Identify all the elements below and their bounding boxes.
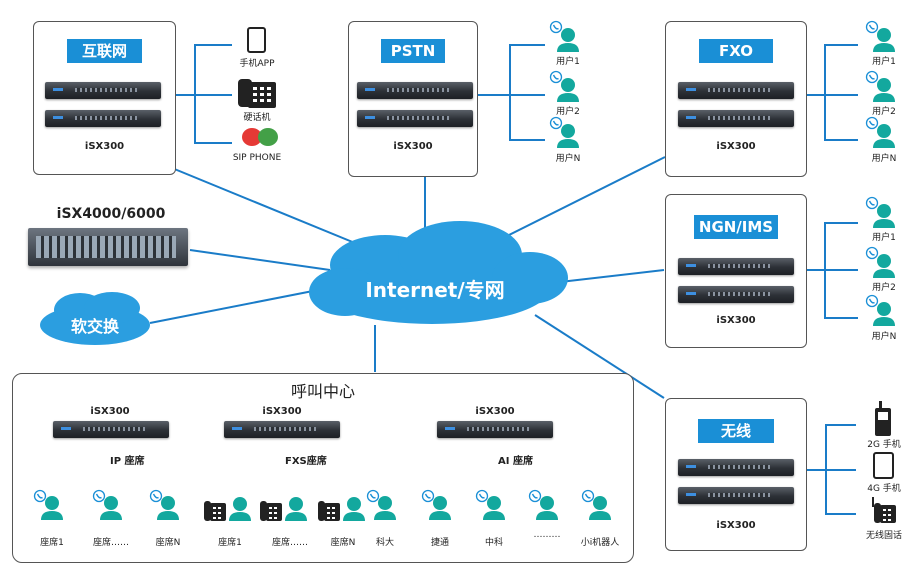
gateway-device-icon	[678, 82, 794, 99]
user-label: 用户N	[871, 154, 897, 164]
group-device-label: iSX300	[475, 406, 515, 417]
wireless-box: 无线 iSX300	[665, 398, 807, 551]
terminal-label: SIP PHONE	[232, 153, 282, 163]
group-label: IP 座席	[110, 456, 145, 467]
user-icon	[421, 489, 451, 520]
user-icon	[92, 489, 122, 520]
user-label: 用户1	[872, 233, 896, 243]
device-label: iSX300	[716, 520, 756, 531]
user-icon	[366, 489, 396, 520]
device-label: iSX300	[84, 141, 125, 152]
pstn-box: PSTN iSX300	[348, 21, 478, 177]
gateway-device-icon	[224, 421, 340, 438]
gateway-device-icon	[437, 421, 553, 438]
gateway-device-icon	[357, 82, 473, 99]
seat-label: ………	[533, 530, 561, 540]
seat-label: 座席1	[218, 538, 242, 548]
user-icon	[549, 116, 579, 148]
group-device-label: iSX300	[90, 406, 130, 417]
seat-label: 座席……	[271, 538, 308, 548]
group-label: FXS座席	[285, 456, 327, 467]
user-label: 用户2	[556, 107, 580, 117]
seat-label: 科大	[375, 538, 394, 548]
ngn-box-title: NGN/IMS	[694, 215, 778, 239]
gateway-device-icon	[45, 82, 161, 99]
device-label: iSX300	[716, 315, 756, 326]
user-label: 用户1	[556, 57, 580, 67]
fxo-box: FXO iSX300	[665, 21, 807, 177]
pstn-box-title: PSTN	[381, 39, 445, 63]
internet-box-title: 互联网	[67, 39, 142, 63]
user-icon	[475, 489, 505, 520]
gateway-device-icon	[678, 258, 794, 275]
user-icon	[549, 70, 579, 102]
gateway-device-icon	[678, 459, 794, 476]
gateway-device-icon	[53, 421, 169, 438]
callcenter-box: 呼叫中心	[12, 373, 634, 563]
feature-phone-icon	[875, 401, 891, 436]
user-label: 用户1	[872, 57, 896, 67]
terminal-label: 无线固话	[865, 531, 902, 541]
desk-phone-user-icon	[204, 497, 251, 521]
seat-label: 座席N	[155, 538, 181, 548]
user-icon	[865, 246, 895, 278]
device-label: iSX300	[716, 141, 756, 152]
user-label: 用户N	[555, 154, 581, 164]
seat-label: 捷通	[430, 538, 449, 548]
user-icon	[865, 20, 895, 52]
seat-label: 座席……	[92, 538, 129, 548]
seat-label: 座席N	[330, 538, 356, 548]
callcenter-title: 呼叫中心	[290, 382, 355, 401]
user-icon	[528, 489, 558, 520]
user-icon	[865, 294, 895, 326]
user-label: 用户N	[871, 332, 897, 342]
smartphone-icon	[873, 452, 894, 479]
desk-phone-user-icon	[318, 497, 365, 521]
gateway-device-icon	[45, 110, 161, 127]
user-icon	[865, 70, 895, 102]
wireless-desk-phone-icon	[872, 497, 896, 523]
terminal-label: 2G 手机	[867, 440, 901, 450]
gateway-device-icon	[678, 487, 794, 504]
wireless-box-title: 无线	[698, 419, 774, 443]
gateway-device-icon	[678, 110, 794, 127]
fxo-box-title: FXO	[699, 39, 773, 63]
desk-phone-user-icon	[260, 497, 307, 521]
big-device-label: iSX4000/6000	[56, 206, 166, 222]
user-icon	[33, 489, 63, 520]
user-icon	[549, 20, 579, 52]
seat-label: 中科	[484, 538, 503, 548]
device-label: iSX300	[393, 141, 433, 152]
user-icon	[581, 489, 611, 520]
group-device-label: iSX300	[262, 406, 302, 417]
user-icon	[865, 116, 895, 148]
seat-label: 座席1	[40, 538, 64, 548]
terminal-label: 手机APP	[239, 59, 275, 69]
ngn-box: NGN/IMS iSX300	[665, 194, 807, 348]
gateway-device-icon	[357, 110, 473, 127]
softswitch-label: 软交换	[70, 317, 119, 336]
desk-phone-icon	[238, 79, 276, 108]
group-label: AI 座席	[498, 456, 533, 467]
terminal-label: 4G 手机	[867, 484, 901, 494]
sip-phone-icon	[242, 128, 278, 146]
cloud-label: Internet/专网	[365, 278, 505, 302]
user-label: 用户2	[872, 283, 896, 293]
rack-server-icon	[28, 228, 188, 266]
user-label: 用户2	[872, 107, 896, 117]
tablet-icon	[247, 27, 266, 53]
user-icon	[149, 489, 179, 520]
seat-label: 小i机器人	[580, 538, 620, 548]
internet-box: 互联网 iSX300	[33, 21, 176, 175]
gateway-device-icon	[678, 286, 794, 303]
terminal-label: 硬话机	[243, 113, 271, 123]
user-icon	[865, 196, 895, 228]
